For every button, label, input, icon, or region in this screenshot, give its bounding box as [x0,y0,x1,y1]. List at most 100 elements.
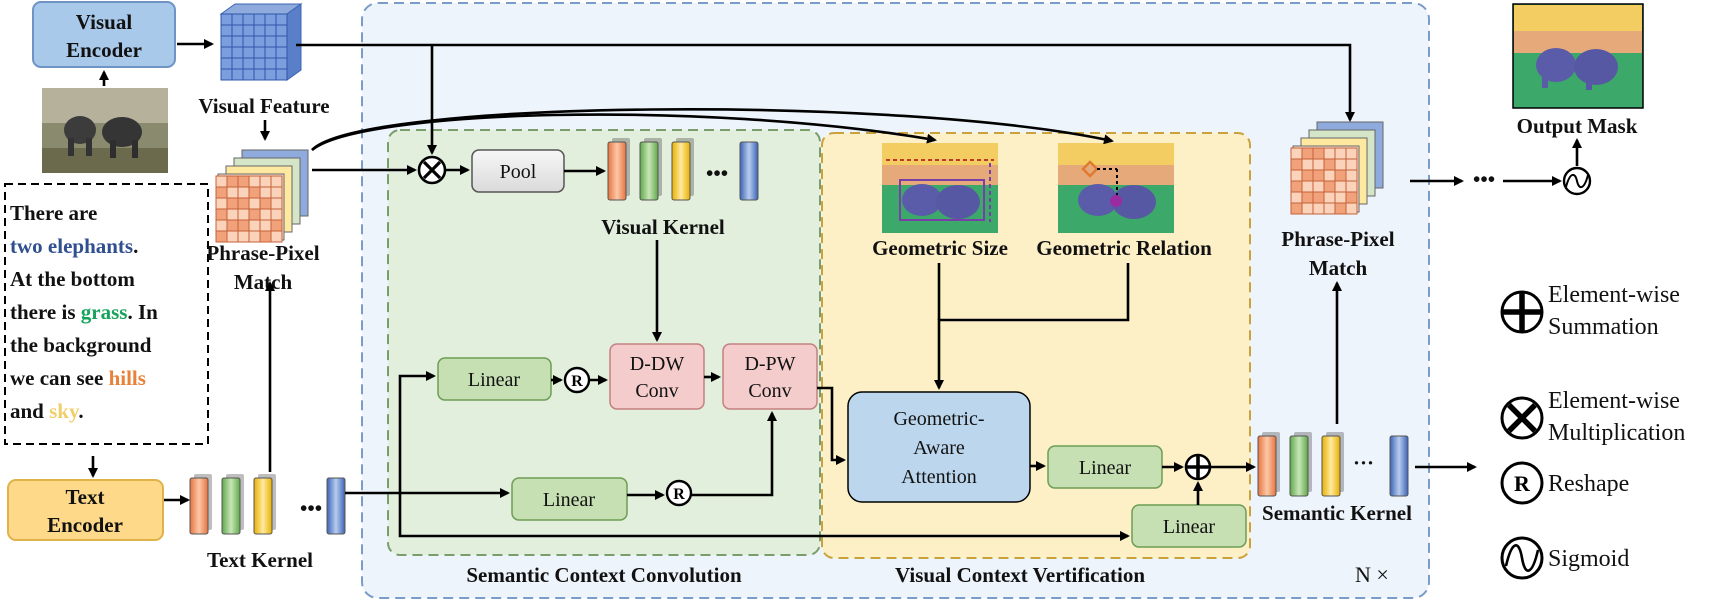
geometric-attention-box: Geometric- Aware Attention [847,391,1031,503]
svg-text:D-DW: D-DW [630,353,685,375]
caption-segment: . [78,399,83,423]
caption-segment: there is [10,300,81,324]
geometric-size-image [882,143,998,233]
ppm-left-label-2: Match [234,270,293,294]
caption-segment: sky [49,399,80,423]
text-kernel [189,474,346,535]
caption-segment: . [133,234,138,258]
repeat-label: N × [1355,562,1389,587]
svg-text:D-PW: D-PW [744,353,795,375]
caption-segment: and [10,399,49,423]
visual-feature-label: Visual Feature [198,94,329,118]
text-kernel-dots: ••• [300,496,322,520]
input-image [42,88,168,173]
kernel-bar [1289,435,1309,497]
connections [88,39,1582,541]
visual-kernel-dots: ••• [706,161,728,185]
sum-node [1184,453,1212,481]
ppm-left-label-1: Phrase-Pixel [206,241,319,265]
output-mask-label: Output Mask [1517,114,1638,138]
linear-box-4: Linear [1131,504,1247,548]
svg-text:Conv: Conv [635,380,678,402]
text-kernel-label: Text Kernel [207,548,313,572]
scc-panel [387,129,821,556]
svg-text:R: R [571,373,583,390]
phrase-pixel-match-left [215,149,309,243]
caption-segment: two elephants [10,234,133,258]
reshape-node-2: R [665,479,693,507]
svg-text:Pool: Pool [500,161,537,183]
text-encoder-box: Text Encoder [7,479,164,541]
svg-text:R: R [1514,471,1531,496]
svg-text:Linear: Linear [468,369,521,391]
geometric-relation-image [1058,143,1174,233]
legend-item-sigmoid: Sigmoid [1500,536,1629,580]
kernel-bar [639,141,659,201]
vcv-title: Visual Context Vertification [895,563,1145,587]
legend-item-reshape: R Reshape [1500,461,1629,505]
reshape-node-1: R [563,366,591,394]
visual-kernel-label: Visual Kernel [601,215,725,239]
kernel-bar [189,477,209,535]
linear-box-2: Linear [511,477,628,521]
output-mask-image [1512,3,1644,109]
linear-box-1: Linear [437,357,552,401]
legend-label: Element-wise [1548,388,1680,414]
legend-label: Summation [1548,314,1659,340]
linear-box-3: Linear [1047,445,1163,489]
legend: Element-wiseSummationElement-wiseMultipl… [1500,282,1685,580]
kernel-bar [326,477,346,535]
phrase-pixel-match-right [1290,121,1384,215]
svg-text:Encoder: Encoder [66,38,142,62]
geometric-relation-label: Geometric Relation [1036,236,1212,260]
visual-kernel [607,138,759,201]
geometric-size-label: Geometric Size [872,236,1008,260]
scc-title: Semantic Context Convolution [466,563,742,587]
legend-label: Element-wise [1548,282,1680,308]
legend-label: Sigmoid [1548,546,1629,572]
kernel-bar [607,141,627,201]
caption-segment: . In [127,300,158,324]
sigmoid-node [1562,166,1592,196]
svg-text:Linear: Linear [543,489,596,511]
svg-text:Encoder: Encoder [47,513,123,537]
svg-text:R: R [673,486,685,503]
kernel-bar [221,477,241,535]
semantic-kernel-label: Semantic Kernel [1262,501,1412,525]
caption-box: There are two elephants. At the bottom ther… [4,183,209,445]
d-pw-conv-box: D-PW Conv [722,343,818,410]
legend-label: Multiplication [1548,420,1685,446]
svg-text:Visual: Visual [76,10,133,34]
svg-text:Attention: Attention [901,466,977,488]
kernel-bar [1321,435,1341,497]
caption-segment: There are [10,201,97,225]
ppm-right-label-2: Match [1309,256,1368,280]
svg-text:Linear: Linear [1163,516,1216,538]
multiply-node [417,155,447,185]
output-dots: ••• [1473,167,1495,191]
ppm-right-label-1: Phrase-Pixel [1281,227,1394,251]
svg-text:Conv: Conv [748,380,791,402]
semantic-kernel [1257,432,1409,497]
legend-label: Reshape [1548,471,1629,497]
semantic-kernel-dots: ··· [1353,451,1374,475]
kernel-bar [739,141,759,201]
visual-encoder-box: Visual Encoder [32,1,176,68]
kernel-bar [1389,435,1409,497]
svg-text:Aware: Aware [913,437,965,459]
svg-text:Text: Text [66,485,105,509]
svg-text:Linear: Linear [1079,457,1132,479]
caption-segment: At the bottom [10,267,135,291]
visual-feature-cube [219,3,303,81]
d-dw-conv-box: D-DW Conv [609,343,705,410]
caption-segment: grass [81,300,128,324]
svg-text:Geometric-: Geometric- [893,408,984,430]
caption-segment: we can see [10,366,109,390]
caption-segment: hills [109,366,146,390]
kernel-bar [671,141,691,201]
kernel-bar [253,477,273,535]
